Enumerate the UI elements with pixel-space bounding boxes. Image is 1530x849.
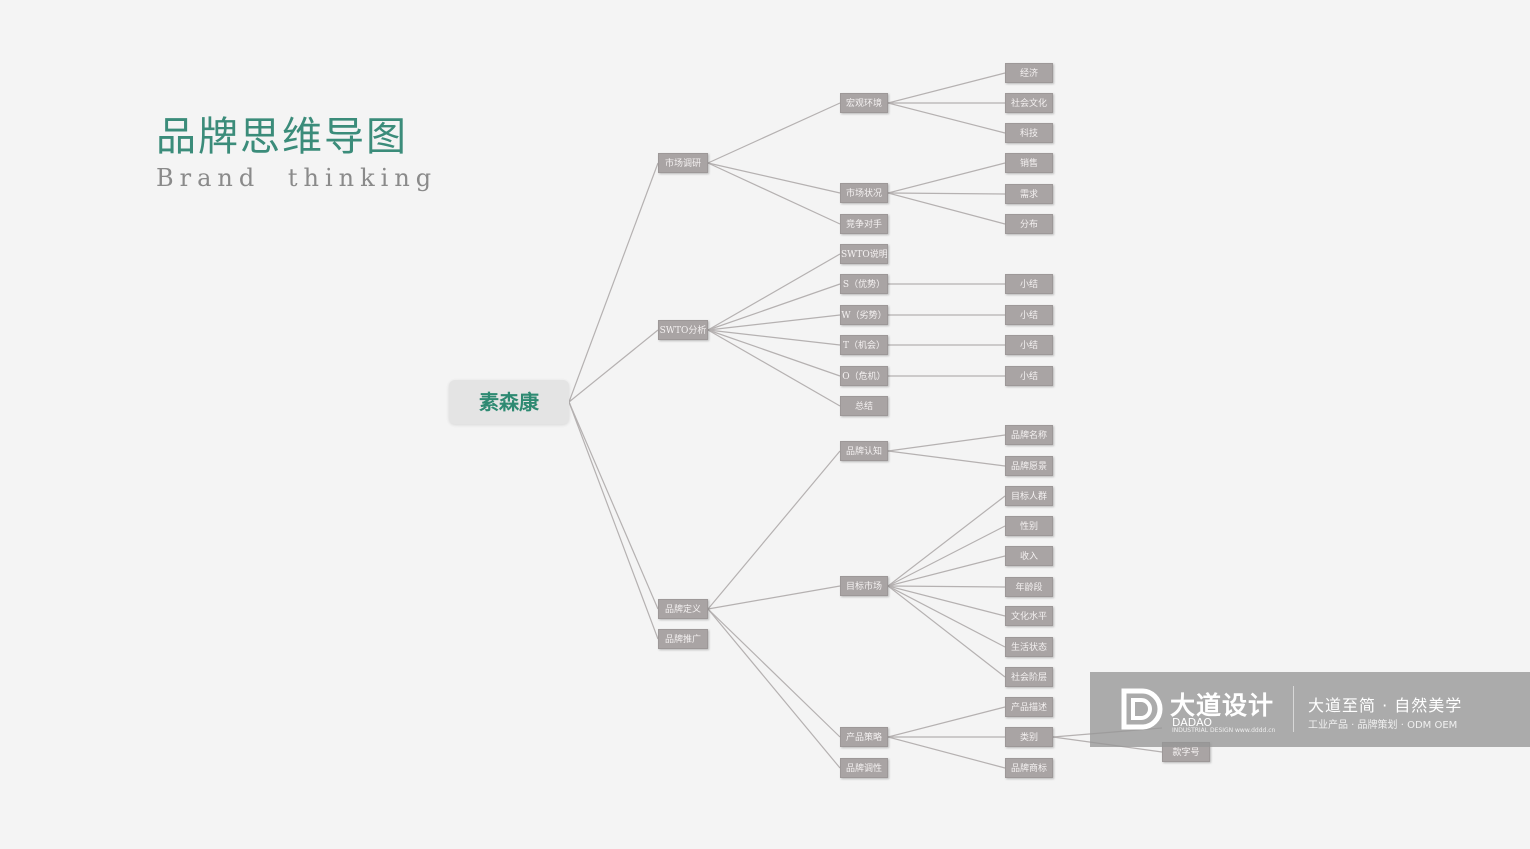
node-social-class: 社会阶层 [1005, 667, 1053, 687]
node-subtotal-w: 小结 [1005, 305, 1053, 325]
node-subtotal-s: 小结 [1005, 274, 1053, 294]
node-distribution: 分布 [1005, 214, 1053, 234]
connector-line [887, 585, 1006, 588]
connector-line [707, 162, 841, 225]
connector-line [887, 192, 1006, 225]
connector-line [707, 102, 841, 164]
node-market-status: 市场状况 [840, 183, 888, 203]
mindmap-root: 素森康 [449, 380, 569, 424]
connector-line [887, 525, 1006, 587]
node-subtotal-o: 小结 [1005, 366, 1053, 386]
connector-line [887, 162, 1006, 194]
node-sales: 销售 [1005, 153, 1053, 173]
brand-tagline-en: INDUSTRIAL DESIGN [1172, 727, 1234, 734]
node-income: 收入 [1005, 546, 1053, 566]
banner-divider [1293, 686, 1294, 732]
node-market-research: 市场调研 [658, 153, 708, 173]
node-brand-vision: 品牌愿景 [1005, 456, 1053, 476]
connector-line [887, 706, 1006, 738]
node-brand-promotion: 品牌推广 [658, 629, 708, 649]
connector-line [707, 329, 841, 346]
node-swot-analysis: SWTO分析 [658, 320, 708, 340]
brand-url: www.dddd.cn [1235, 727, 1276, 734]
node-brand-definition: 品牌定义 [658, 599, 708, 619]
page-subtitle: Brand thinking [156, 164, 438, 192]
node-brand-tone: 品牌调性 [840, 758, 888, 778]
node-opportunities: T（机会） [840, 335, 888, 355]
connector-line [568, 401, 659, 610]
page-title: 品牌思维导图 [156, 114, 408, 160]
connector-line [707, 329, 841, 377]
connector-line [707, 608, 841, 769]
connector-line [887, 434, 1006, 452]
node-subtotal-t: 小结 [1005, 335, 1053, 355]
brand-name-cn: 大道设计 [1170, 691, 1275, 720]
connector-line [707, 329, 841, 407]
dadao-logo-icon [1121, 688, 1163, 730]
node-product-description: 产品描述 [1005, 697, 1053, 717]
connector-line [707, 162, 841, 194]
node-category: 类别 [1005, 727, 1053, 747]
brand-watermark-banner: 大道设计 DADAO INDUSTRIAL DESIGN www.dddd.cn… [1090, 672, 1530, 747]
node-brand-trademark: 品牌商标 [1005, 758, 1053, 778]
connector-line [568, 401, 659, 640]
connector-line [707, 253, 841, 331]
node-swot-description: SWTO说明 [840, 244, 888, 264]
connector-line [707, 314, 841, 331]
connector-line [707, 585, 841, 610]
node-product-strategy: 产品策略 [840, 727, 888, 747]
node-technology: 科技 [1005, 123, 1053, 143]
node-macro-environment: 宏观环境 [840, 93, 888, 113]
node-target-market: 目标市场 [840, 576, 888, 596]
node-threats: O（危机） [840, 366, 888, 386]
node-summary: 总结 [840, 396, 888, 416]
connector-line [887, 736, 1006, 769]
node-gender: 性别 [1005, 516, 1053, 536]
node-social-culture: 社会文化 [1005, 93, 1053, 113]
connector-line [887, 72, 1006, 104]
connector-line [887, 102, 1006, 134]
connector-line [887, 555, 1006, 587]
connector-line [707, 283, 841, 331]
node-weaknesses: W（劣势） [840, 305, 888, 325]
connector-line [887, 585, 1006, 678]
node-age-group: 年龄段 [1005, 577, 1053, 597]
brand-name-en: DADAO [1172, 716, 1213, 729]
connector-line [707, 608, 841, 738]
brand-services: 工业产品 · 品牌策划 · ODM OEM [1308, 720, 1458, 731]
node-lifestyle: 生活状态 [1005, 637, 1053, 657]
connector-line [887, 192, 1006, 195]
node-competitors: 竞争对手 [840, 214, 888, 234]
connector-line [887, 450, 1006, 467]
node-demand: 需求 [1005, 184, 1053, 204]
node-education-level: 文化水平 [1005, 606, 1053, 626]
node-brand-awareness: 品牌认知 [840, 441, 888, 461]
connector-line [568, 162, 659, 403]
node-economy: 经济 [1005, 63, 1053, 83]
node-brand-name: 品牌名称 [1005, 425, 1053, 445]
connector-line [887, 585, 1006, 648]
brand-slogan: 大道至简 · 自然美学 [1308, 696, 1463, 715]
connector-line [568, 329, 659, 403]
node-strengths: S（优势） [840, 274, 888, 294]
connector-line [887, 585, 1006, 617]
node-target-audience: 目标人群 [1005, 486, 1053, 506]
connector-line [707, 450, 841, 610]
connector-line [887, 495, 1006, 587]
